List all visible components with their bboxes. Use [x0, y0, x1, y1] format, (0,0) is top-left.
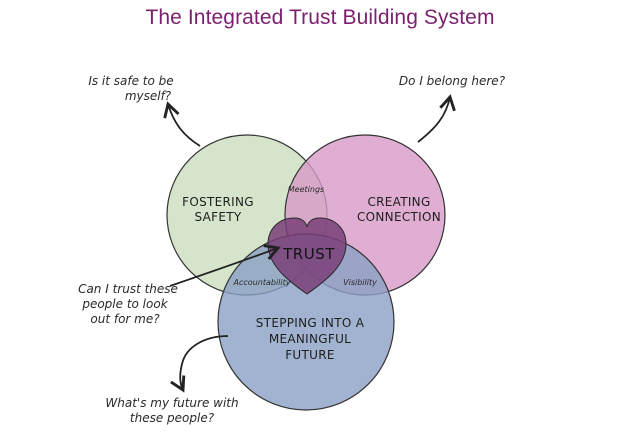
overlap-accountability-label: Accountability [233, 278, 291, 287]
safety-arrow [163, 101, 201, 147]
future-question-line2: these people? [130, 411, 215, 425]
connection-label-line2: CONNECTION [357, 210, 441, 224]
trust-question-line2: people to look [81, 297, 168, 311]
future-label-line3: FUTURE [285, 348, 335, 362]
future-label-line1: STEPPING INTO A [256, 316, 365, 330]
future-arrow [170, 335, 229, 393]
safety-question-line1: Is it safe to be [88, 74, 173, 88]
overlap-meetings-label: Meetings [288, 185, 324, 194]
future-label-line2: MEANINGFUL [269, 332, 351, 346]
trust-question-line1: Can I trust these [78, 282, 178, 296]
future-question-line1: What's my future with [105, 396, 238, 410]
safety-label-line1: FOSTERING [182, 195, 254, 209]
trust-heart [267, 217, 347, 295]
overlap-visibility-label: Visibility [343, 278, 377, 287]
trust-center-label: TRUST [282, 245, 335, 263]
safety-label-line2: SAFETY [195, 210, 242, 224]
diagram-title: The Integrated Trust Building System [145, 6, 495, 29]
connection-label-line1: CREATING [367, 195, 430, 209]
connection-arrow [417, 94, 456, 143]
trust-question-line3: out for me? [90, 312, 160, 326]
safety-question-line2: myself? [125, 89, 172, 103]
trust-arrow [169, 244, 281, 287]
connection-question-line1: Do I belong here? [399, 74, 506, 88]
